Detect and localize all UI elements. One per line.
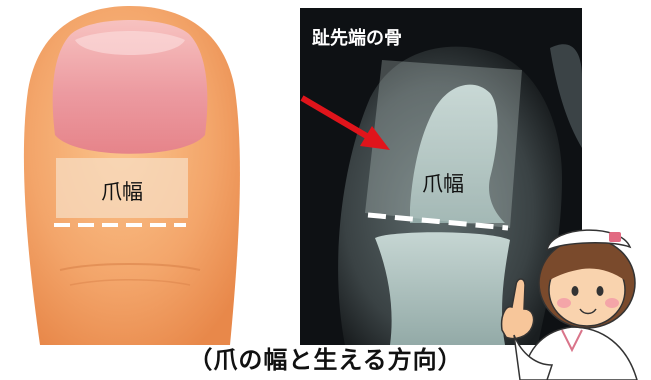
xray-nail-width-label: 爪幅 — [388, 168, 498, 198]
toe-illustration: 爪幅 — [0, 0, 260, 345]
figure-caption: （爪の幅と生える方向） — [0, 340, 651, 375]
toe-drawing — [0, 0, 260, 345]
xray-title: 趾先端の骨 — [312, 24, 402, 50]
pointing-hand — [502, 279, 534, 339]
middle-phalanx-bone — [375, 232, 510, 345]
nail-width-label: 爪幅 — [56, 176, 188, 206]
distal-bone-highlight — [365, 60, 522, 228]
